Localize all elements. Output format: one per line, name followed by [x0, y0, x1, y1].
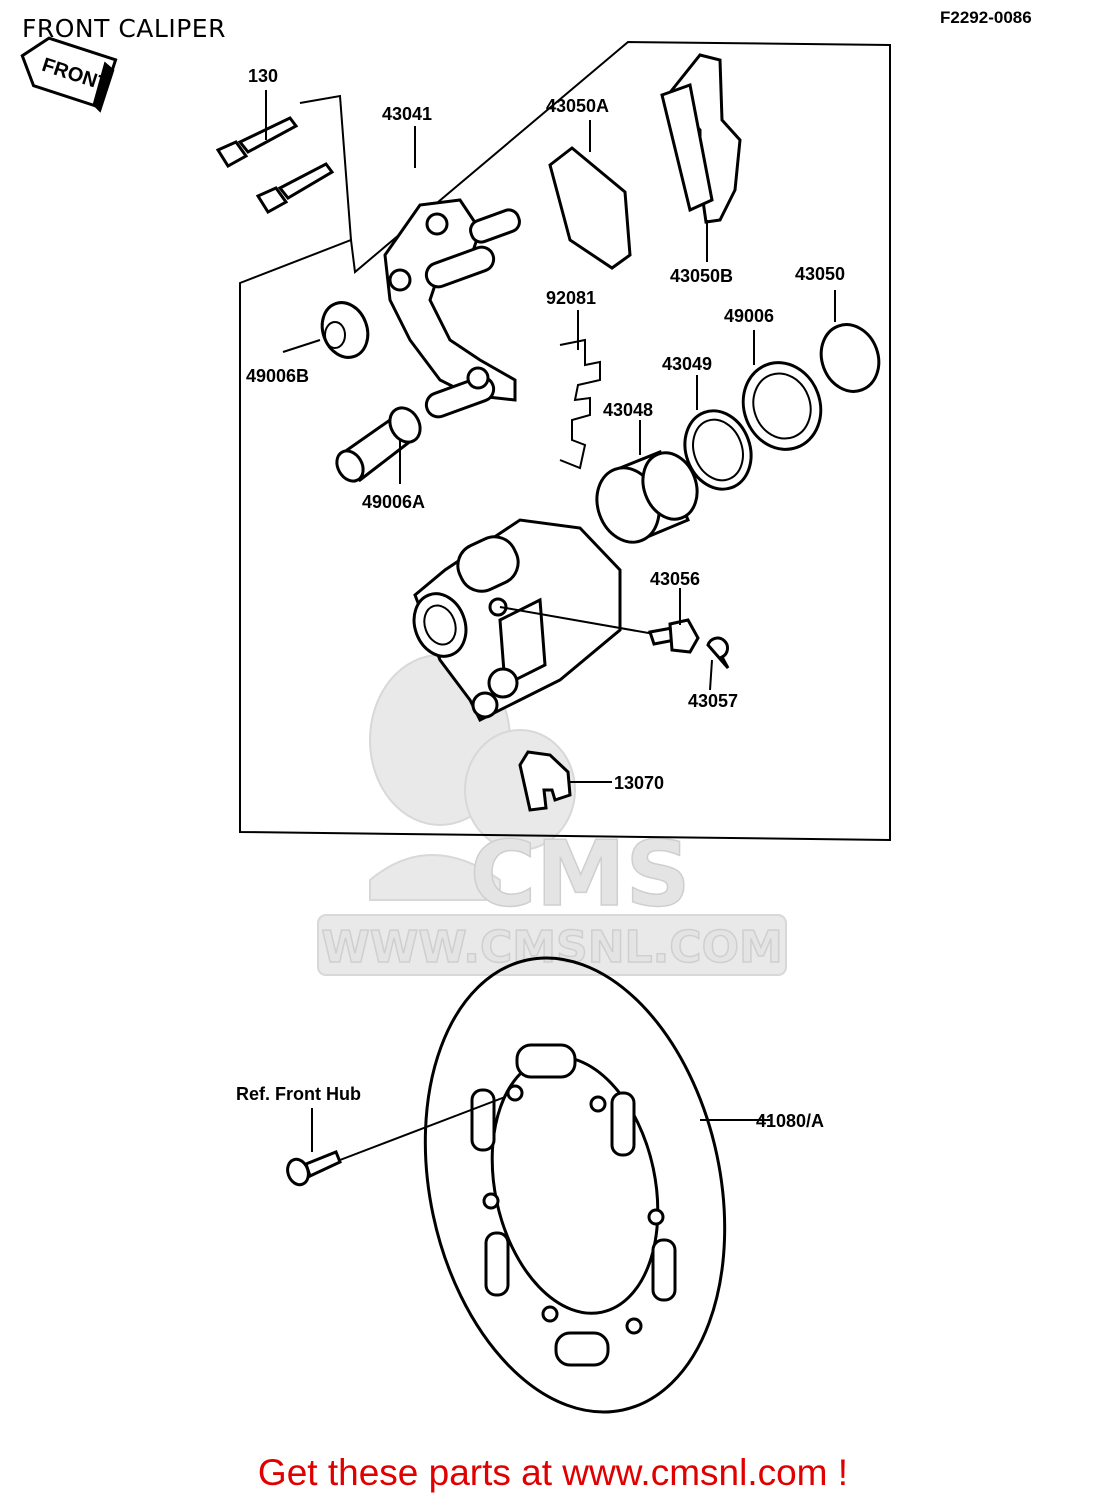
label-43048: 43048	[603, 400, 653, 420]
label-130: 130	[248, 66, 278, 86]
bolt-130	[215, 116, 335, 215]
front-arrow: FRONT	[20, 36, 118, 113]
watermark-url: WWW.CMSNL.COM	[321, 922, 783, 973]
piston-seal-43049	[683, 409, 753, 491]
label-43041: 43041	[382, 104, 432, 124]
footer-cta[interactable]: Get these parts at www.cmsnl.com !	[257, 1452, 849, 1493]
watermark-brand: CMS	[470, 822, 690, 927]
cap-43050	[819, 323, 881, 393]
label-43050: 43050	[795, 264, 845, 284]
assembly-frame-left	[299, 94, 352, 241]
label-43049: 43049	[662, 354, 712, 374]
bleeder-valve-43056	[648, 618, 700, 654]
label-49006: 49006	[724, 306, 774, 326]
label-ref-front-hub: Ref. Front Hub	[236, 1084, 361, 1104]
label-43050a: 43050A	[546, 96, 609, 116]
label-13070: 13070	[614, 773, 664, 793]
pad-spring-92081	[559, 338, 601, 470]
brake-disc-41080a	[423, 956, 727, 1414]
piston-43048	[595, 450, 699, 544]
page-title: FRONT CALIPER	[22, 14, 226, 43]
diagram-code: F2292-0086	[940, 8, 1032, 27]
label-43050b: 43050B	[670, 266, 733, 286]
label-49006a: 49006A	[362, 492, 425, 512]
brake-pad-43050b	[660, 53, 742, 224]
label-92081: 92081	[546, 288, 596, 308]
caliper-bracket-43041	[383, 198, 521, 419]
dust-seal-49006	[741, 361, 823, 451]
label-49006b: 49006B	[246, 366, 309, 386]
brake-pad-43050a	[548, 146, 632, 270]
caliper-body	[412, 518, 661, 723]
label-41080a: 41080/A	[756, 1111, 824, 1131]
pad-clip-13070	[518, 750, 572, 812]
bleeder-cap-43057	[706, 636, 730, 669]
boot-49006b	[320, 301, 370, 359]
assembly-frame	[239, 40, 891, 842]
disc-bolt	[286, 1150, 342, 1187]
label-43057: 43057	[688, 691, 738, 711]
label-43056: 43056	[650, 569, 700, 589]
boot-49006a	[335, 406, 422, 483]
leader-lines	[265, 90, 836, 1161]
